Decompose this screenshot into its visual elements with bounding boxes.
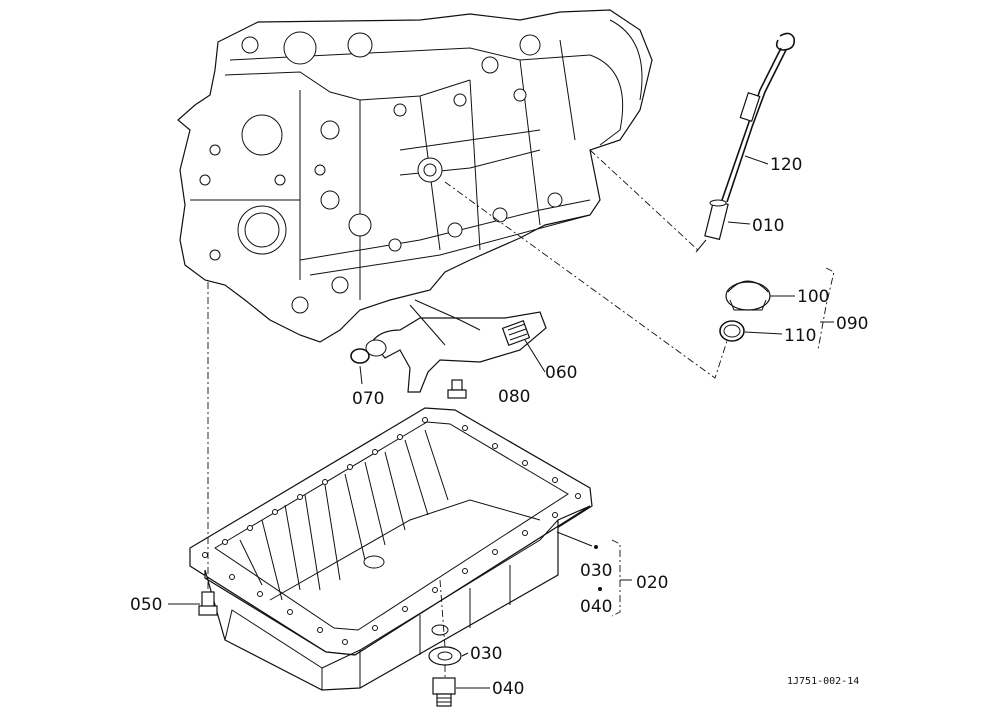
drain-washer (428, 646, 462, 666)
callout-090: 090 (836, 314, 868, 334)
callout-080: 080 (498, 387, 530, 407)
callout-020: 020 (636, 573, 668, 593)
callout-050: 050 (130, 595, 162, 615)
callout-030-group: 030 (580, 561, 612, 581)
callout-030: 030 (470, 644, 502, 664)
callout-110: 110 (784, 326, 816, 346)
callout-060: 060 (545, 363, 577, 383)
callout-070: 070 (352, 389, 384, 409)
callout-040-group: 040 (580, 597, 612, 617)
engine-block (177, 9, 653, 343)
leader-lines (168, 149, 795, 689)
oil-pan (189, 407, 593, 691)
callout-120: 120 (770, 155, 802, 175)
callout-labels: 120 010 100 110 090 060 070 080 030 040 … (130, 155, 868, 699)
dipstick-guide (695, 199, 729, 253)
bolt-080 (447, 379, 467, 399)
reference-code: 1J751-002-14 (787, 676, 859, 687)
callout-040: 040 (492, 679, 524, 699)
o-ring-110 (719, 320, 745, 342)
oil-filler-cap (725, 280, 771, 311)
oil-strainer-pipe (365, 299, 547, 393)
pan-flange-holes (202, 417, 581, 645)
callout-010: 010 (752, 216, 784, 236)
dipstick (721, 32, 796, 203)
group-brackets (611, 267, 835, 617)
callout-100: 100 (797, 287, 829, 307)
o-ring-070 (350, 348, 370, 364)
drain-plug (432, 677, 456, 707)
bolt-050 (198, 591, 218, 616)
